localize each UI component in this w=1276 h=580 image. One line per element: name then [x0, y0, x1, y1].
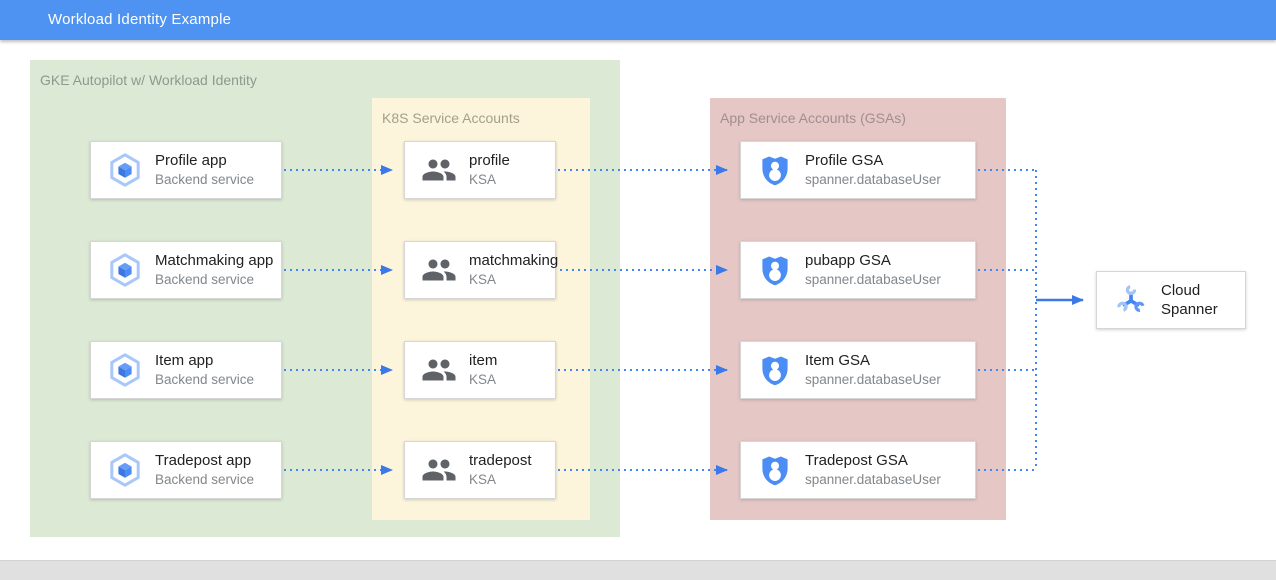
node-subtitle: spanner.databaseUser	[805, 471, 941, 487]
node-profile-gsa: Profile GSA spanner.databaseUser	[740, 141, 976, 199]
shield-user-icon	[755, 150, 795, 190]
shield-user-icon	[755, 450, 795, 490]
node-title: Tradepost app	[155, 452, 252, 470]
node-title: tradepost	[469, 452, 532, 470]
page-title: Workload Identity Example	[48, 11, 232, 28]
node-subtitle: KSA	[469, 271, 497, 287]
node-item-gsa: Item GSA spanner.databaseUser	[740, 341, 976, 399]
gke-hexagon-icon	[105, 150, 145, 190]
node-title: Tradepost GSA	[805, 452, 908, 470]
bottom-scroll-strip	[0, 560, 1276, 580]
title-bar: Workload Identity Example	[0, 0, 1276, 40]
node-title: Matchmaking app	[155, 252, 274, 270]
node-title: Profile GSA	[805, 152, 884, 170]
node-subtitle: KSA	[469, 371, 497, 387]
people-icon	[419, 450, 459, 490]
gsa-panel-label: App Service Accounts (GSAs)	[720, 110, 906, 126]
node-title: pubapp GSA	[805, 252, 891, 270]
node-item-ksa: item KSA	[404, 341, 556, 399]
node-item-app: Item app Backend service	[90, 341, 282, 399]
node-subtitle: spanner.databaseUser	[805, 271, 941, 287]
node-profile-ksa: profile KSA	[404, 141, 556, 199]
node-tradepost-gsa: Tradepost GSA spanner.databaseUser	[740, 441, 976, 499]
node-subtitle: Backend service	[155, 271, 255, 287]
shield-user-icon	[755, 350, 795, 390]
node-title: profile	[469, 152, 510, 170]
node-subtitle: KSA	[469, 471, 497, 487]
gke-hexagon-icon	[105, 350, 145, 390]
ksa-panel-label: K8S Service Accounts	[382, 110, 520, 126]
people-icon	[419, 350, 459, 390]
gke-hexagon-icon	[105, 450, 145, 490]
node-title: item	[469, 352, 498, 370]
node-cloud-spanner: Cloud Spanner	[1096, 271, 1246, 329]
node-title: Item app	[155, 352, 214, 370]
gke-hexagon-icon	[105, 250, 145, 290]
people-icon	[419, 250, 459, 290]
node-title: matchmaking	[469, 252, 559, 270]
node-subtitle: Backend service	[155, 371, 255, 387]
node-subtitle: spanner.databaseUser	[805, 371, 941, 387]
node-tradepost-app: Tradepost app Backend service	[90, 441, 282, 499]
node-pubapp-gsa: pubapp GSA spanner.databaseUser	[740, 241, 976, 299]
node-profile-app: Profile app Backend service	[90, 141, 282, 199]
node-title: Item GSA	[805, 352, 871, 370]
people-icon	[419, 150, 459, 190]
node-title: Cloud Spanner	[1161, 281, 1218, 319]
shield-user-icon	[755, 250, 795, 290]
node-tradepost-ksa: tradepost KSA	[404, 441, 556, 499]
node-subtitle: KSA	[469, 171, 497, 187]
node-subtitle: Backend service	[155, 471, 255, 487]
node-matchmaking-ksa: matchmaking KSA	[404, 241, 559, 299]
node-matchmaking-app: Matchmaking app Backend service	[90, 241, 282, 299]
node-subtitle: spanner.databaseUser	[805, 171, 941, 187]
node-title: Profile app	[155, 152, 227, 170]
cloud-spanner-wrench-icon	[1111, 280, 1151, 320]
node-subtitle: Backend service	[155, 171, 255, 187]
gke-panel-label: GKE Autopilot w/ Workload Identity	[40, 72, 257, 88]
